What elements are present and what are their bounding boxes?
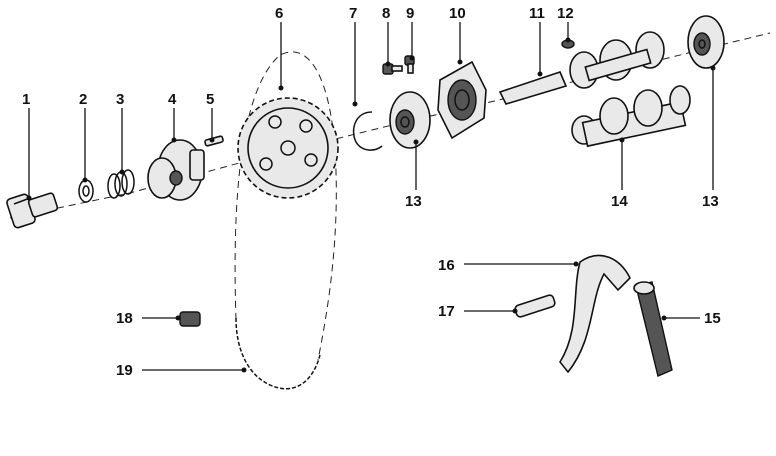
part-pin — [514, 294, 556, 318]
label-13-right: 13 — [702, 193, 719, 210]
label-7: 7 — [349, 5, 357, 22]
part-camshaft-alt — [571, 85, 691, 148]
label-2: 2 — [79, 91, 87, 108]
part-flange — [437, 60, 487, 140]
part-bearing-left — [389, 91, 431, 149]
part-spring — [107, 169, 135, 199]
part-bearing-right — [687, 15, 725, 69]
label-17: 17 — [438, 303, 455, 320]
label-4: 4 — [168, 91, 177, 108]
leader-lines — [26, 22, 716, 373]
label-1: 1 — [22, 91, 30, 108]
part-camshaft — [498, 31, 665, 105]
part-chain — [235, 317, 321, 390]
label-5: 5 — [206, 91, 214, 108]
part-sprocket — [237, 97, 339, 199]
label-6: 6 — [275, 5, 283, 22]
label-14: 14 — [611, 193, 628, 210]
part-tensioner-rail — [633, 281, 673, 377]
part-circlip — [352, 111, 383, 151]
part-screw-8 — [382, 63, 403, 75]
part-bolt — [6, 192, 59, 229]
label-8: 8 — [382, 5, 390, 22]
part-chain-guide — [559, 254, 631, 374]
label-19: 19 — [116, 362, 133, 379]
chain-path — [234, 51, 337, 361]
part-washer — [78, 179, 94, 203]
label-12: 12 — [557, 5, 574, 22]
label-9: 9 — [406, 5, 414, 22]
callout-labels: 1 2 3 4 5 6 7 8 9 10 11 12 13 13 14 15 1… — [22, 5, 721, 379]
label-16: 16 — [438, 257, 455, 274]
label-10: 10 — [449, 5, 466, 22]
label-15: 15 — [704, 310, 721, 327]
part-hub — [147, 139, 205, 201]
label-18: 18 — [116, 310, 133, 327]
label-11: 11 — [529, 5, 545, 22]
label-13-left: 13 — [405, 193, 422, 210]
part-chain-link — [179, 311, 201, 327]
label-3: 3 — [116, 91, 124, 108]
